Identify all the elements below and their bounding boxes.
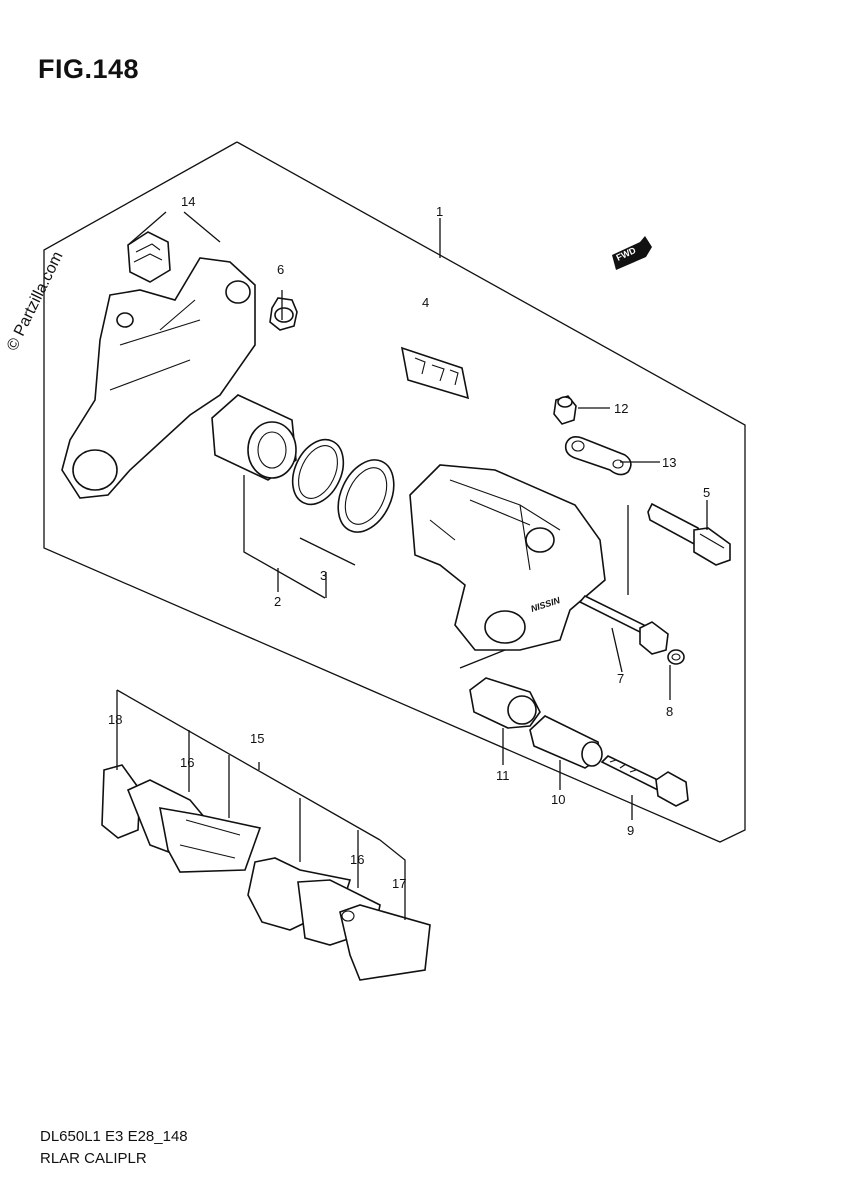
part-11-sleeve-boot bbox=[469, 677, 541, 729]
part-14-pad-spring bbox=[127, 231, 171, 283]
part-10-sleeve bbox=[529, 715, 603, 769]
figure-title: FIG.148 bbox=[38, 54, 140, 84]
caliper-body: NISSIN bbox=[409, 464, 606, 651]
assembly-boundary bbox=[43, 141, 746, 843]
figure-name: RLAR CALIPLR bbox=[40, 1150, 147, 1167]
brake-pad-set-front bbox=[101, 764, 262, 873]
callout-15: 15 bbox=[250, 731, 264, 746]
callout-17: 17 bbox=[392, 876, 406, 891]
callout-16-rear: 16 bbox=[350, 852, 364, 867]
callout-13: 13 bbox=[662, 455, 676, 470]
callout-12: 12 bbox=[614, 401, 628, 416]
callout-14: 14 bbox=[181, 194, 195, 209]
callout-18: 18 bbox=[108, 712, 122, 727]
part-9-bolt bbox=[600, 755, 689, 807]
part-7-pad-pin bbox=[578, 595, 669, 655]
callout-10: 10 bbox=[551, 792, 565, 807]
callout-1: 1 bbox=[436, 204, 443, 219]
callout-4: 4 bbox=[422, 295, 429, 310]
part-6-boot bbox=[269, 297, 298, 331]
callout-11: 11 bbox=[496, 768, 510, 783]
part-2-piston bbox=[211, 394, 297, 481]
callout-8: 8 bbox=[666, 704, 673, 719]
part-3-dust-seal bbox=[337, 459, 395, 533]
callout-16-front: 16 bbox=[180, 755, 194, 770]
part-5-slide-pin bbox=[647, 502, 731, 566]
brake-pad-set-rear bbox=[247, 857, 431, 981]
fwd-direction-badge: FWD bbox=[612, 236, 652, 270]
part-12-bleeder-valve bbox=[553, 395, 577, 425]
callout-3: 3 bbox=[320, 568, 327, 583]
part-13-bleeder-cap bbox=[564, 436, 632, 476]
caliper-bracket bbox=[61, 257, 256, 499]
callout-2: 2 bbox=[274, 594, 281, 609]
figure-code: DL650L1 E3 E28_148 bbox=[40, 1128, 188, 1145]
part-4-pad-shim bbox=[400, 346, 470, 400]
callout-5: 5 bbox=[703, 485, 710, 500]
callout-6: 6 bbox=[277, 262, 284, 277]
callout-9: 9 bbox=[627, 823, 634, 838]
part-8-pin-plug bbox=[667, 649, 685, 665]
part-3-piston-seal bbox=[291, 438, 345, 506]
callout-7: 7 bbox=[617, 671, 624, 686]
